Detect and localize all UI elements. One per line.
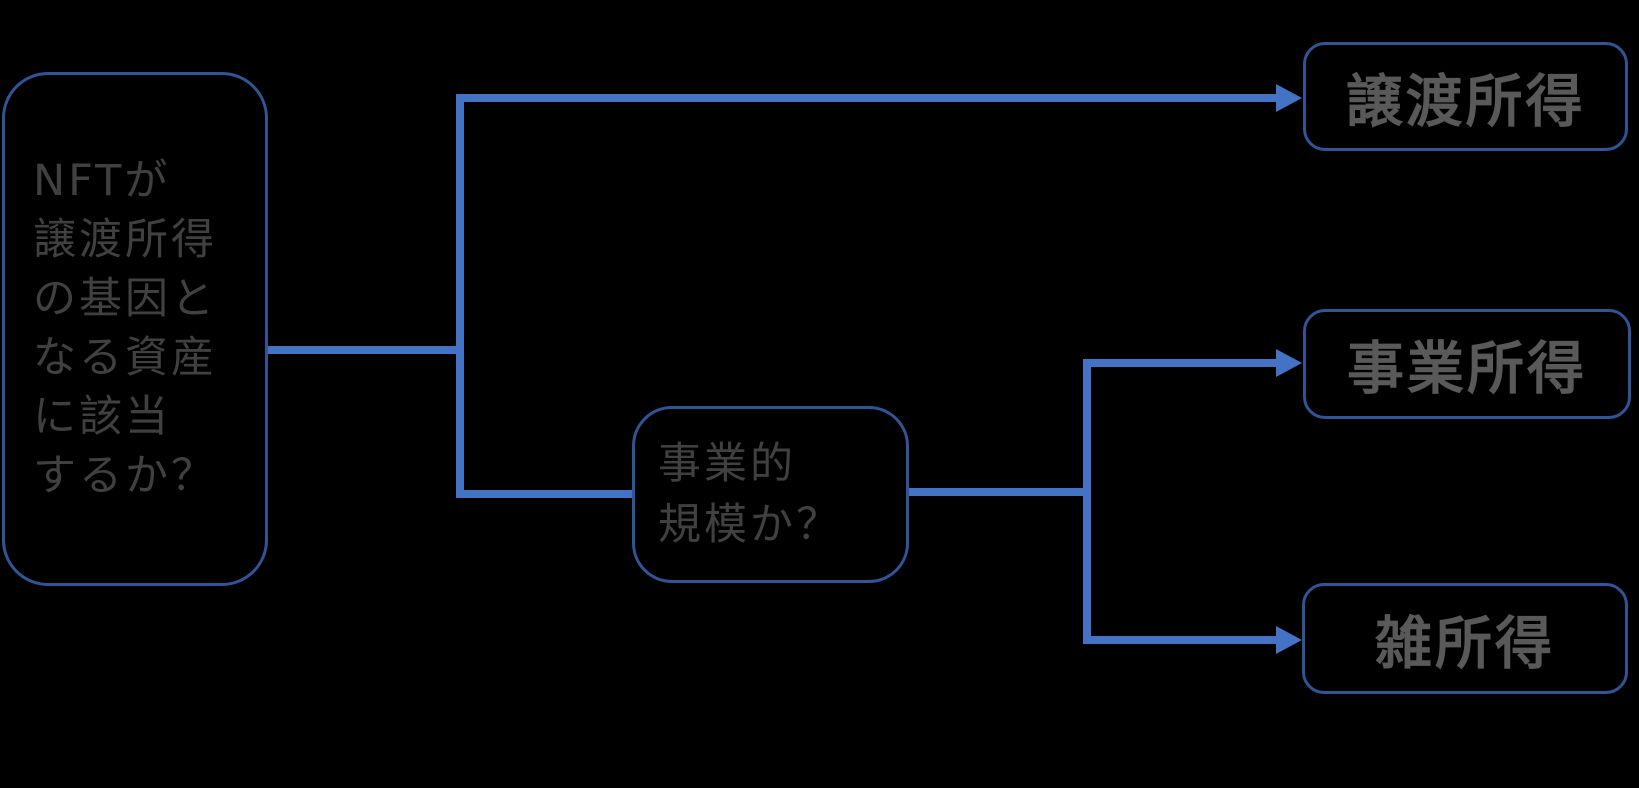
edge-junction2-to-business-income (1083, 359, 1276, 367)
node-question-business-scale: 事業的 規模か？ (632, 406, 909, 583)
junction2-vertical-line (1083, 359, 1091, 644)
question-text-line: なる資産 (33, 333, 217, 383)
result-label: 雑所得 (1375, 610, 1555, 677)
node-result-business-income: 事業所得 (1303, 309, 1631, 419)
edge-junction1-to-q2 (456, 490, 632, 498)
node-result-misc-income: 雑所得 (1302, 583, 1628, 694)
arrow-right-icon (1276, 84, 1302, 112)
node-question-nft-asset: NFTが 譲渡所得 の基因と なる資産 に該当 するか？ (2, 72, 268, 586)
edge-q2-to-junction2 (909, 488, 1087, 496)
question-text-line: 事業的 (658, 438, 796, 489)
question-text-line: NFTが (33, 156, 171, 206)
edge-junction2-to-misc-income (1083, 636, 1276, 644)
edge-q1-to-junction1 (268, 346, 464, 354)
arrow-right-icon (1276, 349, 1302, 377)
question-text-line: の基因と (33, 274, 217, 324)
result-label: 譲渡所得 (1345, 68, 1586, 135)
result-label: 事業所得 (1347, 336, 1587, 402)
question-text-line: に該当 (33, 392, 171, 442)
question-text-line: するか？ (33, 451, 217, 501)
junction1-vertical-line (456, 94, 464, 498)
arrow-right-icon (1276, 626, 1302, 654)
edge-junction1-to-transfer-income (456, 94, 1276, 102)
question-text-line: 規模か？ (658, 499, 842, 550)
question-text-line: 譲渡所得 (33, 215, 217, 265)
node-result-transfer-income: 譲渡所得 (1303, 42, 1628, 151)
